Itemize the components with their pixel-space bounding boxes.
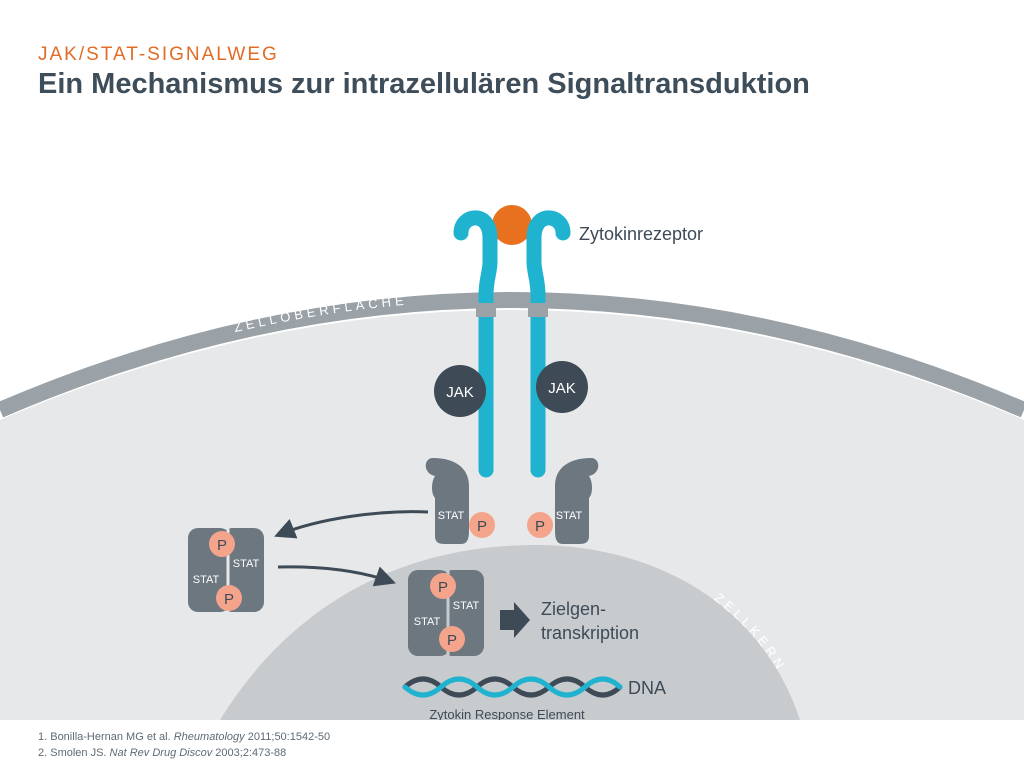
stat-dimer-cytoplasm: STAT STAT P P: [188, 528, 264, 612]
slide-title: Ein Mechanismus zur intrazellulären Sign…: [38, 68, 810, 100]
svg-text:P: P: [477, 518, 487, 535]
transcription-arrow: [500, 602, 530, 638]
dna-label: DNA: [628, 678, 666, 698]
dna-helix: [402, 676, 623, 698]
svg-text:STAT: STAT: [233, 558, 260, 570]
response-element-label: Zytokin Response Element: [429, 707, 585, 720]
svg-text:STAT: STAT: [453, 600, 480, 612]
jak-left: JAK: [434, 365, 486, 417]
receptor-label: Zytokinrezeptor: [579, 224, 703, 244]
transcription-label: Zielgen- transkription: [541, 599, 639, 643]
reference-2: 2. Smolen JS. Nat Rev Drug Discov 2003;2…: [38, 747, 287, 759]
stat-right-label: STAT: [556, 510, 583, 522]
phosphate-left: P: [469, 512, 495, 538]
cytokine-receptor: [453, 210, 571, 478]
svg-text:JAK: JAK: [548, 380, 576, 397]
cell-cytoplasm: [0, 310, 1024, 720]
svg-text:JAK: JAK: [446, 384, 474, 401]
stat-monomer-left: STAT: [425, 458, 469, 544]
jak-stat-diagram: ZELLOBERFLÄCHE ZELLKERN Zytokinrezeptor …: [0, 205, 1024, 720]
nucleus: [220, 545, 800, 720]
jak-right: JAK: [536, 361, 588, 413]
reference-1: 1. Bonilla-Hernan MG et al. Rheumatology…: [38, 731, 331, 743]
svg-text:STAT: STAT: [193, 574, 220, 586]
slide-subtitle: JAK/STAT-SIGNALWEG: [38, 44, 279, 65]
svg-text:P: P: [438, 579, 448, 596]
svg-text:P: P: [224, 591, 234, 608]
references: 1. Bonilla-Hernan MG et al. Rheumatology…: [38, 729, 330, 761]
svg-text:P: P: [217, 537, 227, 554]
cell-membrane: [0, 292, 1024, 418]
stat-dimer-nucleus: STAT STAT P P: [408, 570, 484, 656]
svg-text:P: P: [535, 518, 545, 535]
svg-text:STAT: STAT: [438, 510, 465, 522]
arrow-to-nucleus: [277, 565, 396, 587]
svg-text:STAT: STAT: [414, 616, 441, 628]
cytokine-ligand: [492, 205, 532, 245]
phosphate-right: P: [527, 512, 553, 538]
arrow-to-dimer: [274, 510, 429, 539]
svg-text:P: P: [447, 632, 457, 649]
